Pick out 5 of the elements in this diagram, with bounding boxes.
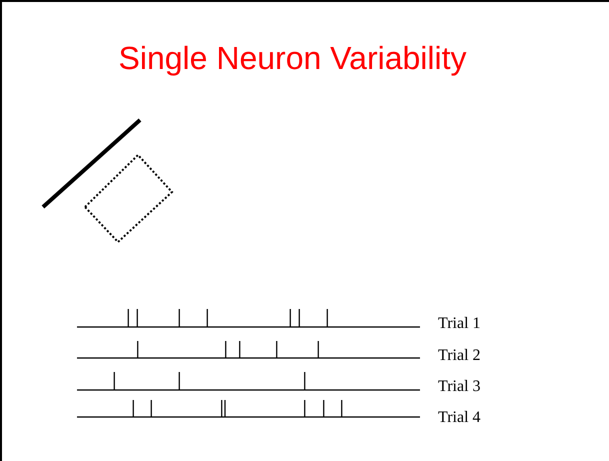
trial-label: Trial 3 (438, 378, 481, 396)
trial-label: Trial 1 (438, 315, 481, 333)
slide-title: Single Neuron Variability (118, 40, 467, 77)
trial-label: Trial 4 (438, 409, 481, 427)
trial-label: Trial 2 (438, 347, 481, 365)
